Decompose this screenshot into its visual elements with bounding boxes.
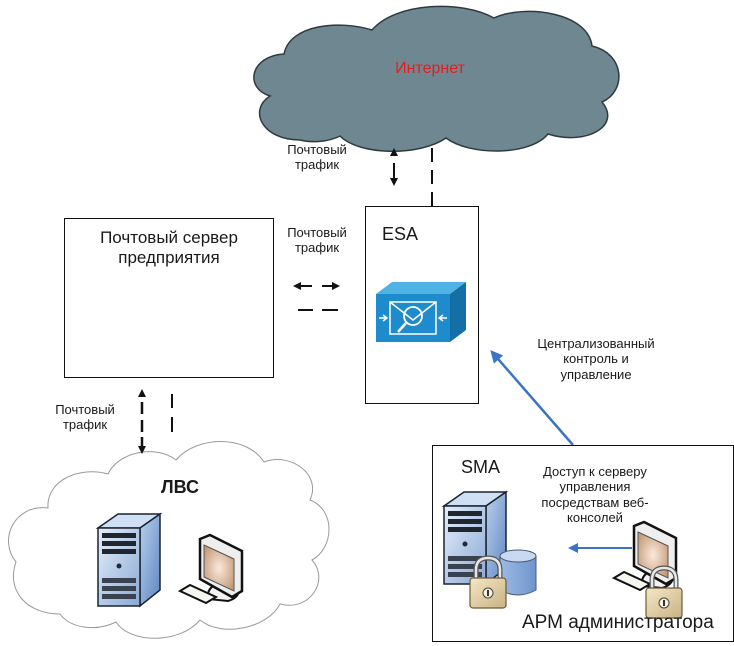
- server-traffic-label: Почтовый трафик: [287, 225, 347, 256]
- admin-workstation-label: АРМ администратора: [522, 612, 714, 633]
- server-esa-traffic-arrow: [293, 282, 340, 290]
- lan-cloud: [8, 441, 330, 639]
- sma-title: SMA: [461, 457, 501, 477]
- esa-title: ESA: [382, 224, 419, 244]
- esa-appliance-icon: [376, 282, 466, 342]
- lan-server-icon: [97, 513, 161, 607]
- internet-traffic-label: Почтовый трафик: [287, 142, 347, 173]
- database-icon: [499, 549, 537, 596]
- lan-traffic-arrow: [138, 389, 146, 454]
- web-console-access-label: Доступ к серверу управления посредствам …: [541, 464, 649, 525]
- lan-traffic-label: Почтовый трафик: [55, 402, 115, 433]
- internet-cloud: [253, 5, 620, 152]
- esa-box: [365, 206, 479, 404]
- central-control-label: Централизованный контроль и управление: [537, 336, 655, 382]
- mail-server-title: Почтовый сервер предприятия: [100, 228, 238, 268]
- internet-traffic-arrow: [390, 148, 398, 186]
- lan-label: ЛВС: [161, 477, 199, 497]
- mail-server-box: [64, 218, 274, 378]
- sma-esa-control-arrow: [490, 350, 574, 446]
- internet-label: Интернет: [395, 60, 465, 77]
